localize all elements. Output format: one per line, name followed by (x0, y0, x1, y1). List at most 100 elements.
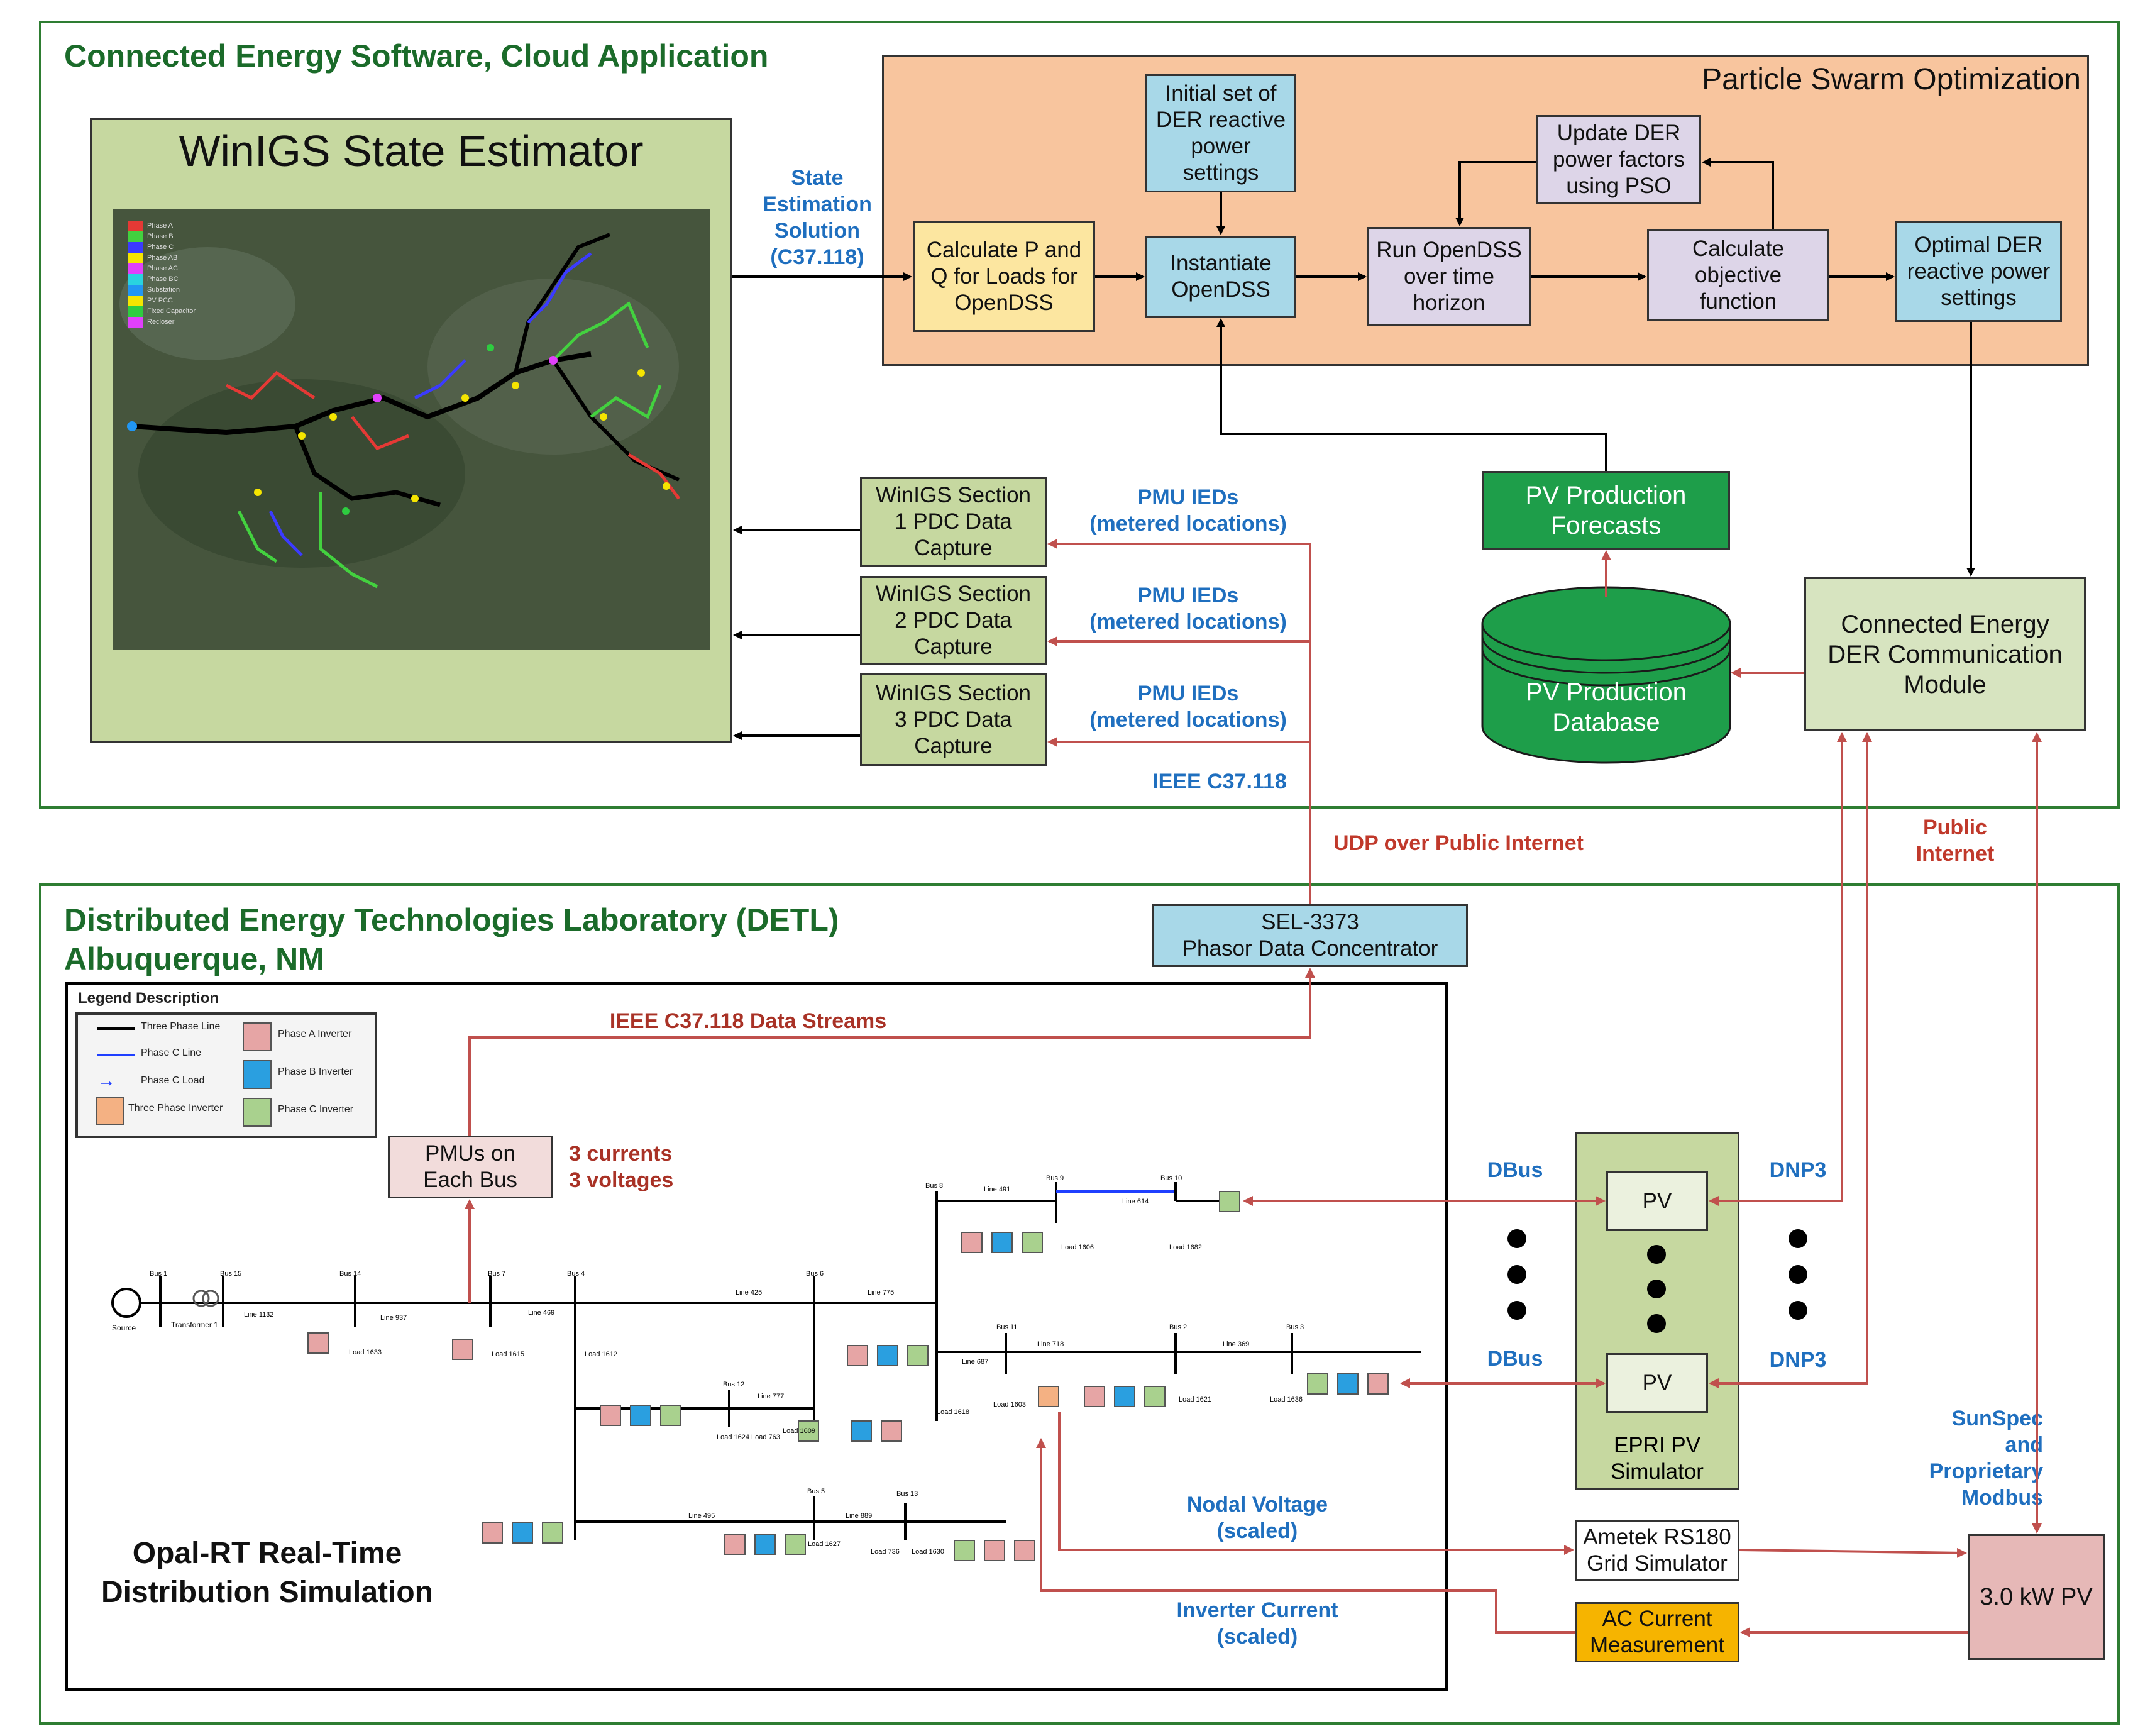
ellipsis-dot (1647, 1314, 1666, 1333)
bus-label: Bus 6 (806, 1270, 824, 1278)
line-label: Line 1132 (244, 1311, 274, 1319)
load-label: Load 1606 (1061, 1244, 1094, 1251)
arrow-right-icon: → (97, 1070, 116, 1091)
load-label: Load 763 (751, 1434, 780, 1441)
sel-pdc-box: SEL-3373 Phasor Data Concentrator (1152, 904, 1468, 967)
line-label: Line 495 (688, 1512, 715, 1520)
circuit-legend: Three Phase Line Phase C Line → Phase C … (75, 1012, 377, 1138)
source-label: Source (112, 1324, 136, 1332)
load-label: Load 1627 (808, 1540, 841, 1548)
ellipsis-dot (1507, 1229, 1526, 1248)
opal-rt-label: Opal-RT Real-Time Distribution Simulatio… (101, 1537, 433, 1609)
load-label: Load 1621 (1179, 1396, 1211, 1403)
map-legend-item: Phase C (128, 242, 241, 253)
ellipsis-dot (1789, 1229, 1807, 1248)
bus-label: Bus 10 (1160, 1175, 1182, 1182)
map-legend: Phase A Phase B Phase C Phase AB Phase A… (128, 221, 241, 328)
load-label: Load 736 (871, 1548, 900, 1556)
bus-label: Bus 12 (723, 1381, 745, 1388)
ac-current-box: AC Current Measurement (1575, 1602, 1739, 1662)
lab-title-line1: Distributed Energy Technologies Laborato… (64, 902, 839, 937)
line-label: Line 614 (1122, 1198, 1149, 1205)
legend-item: Three Phase Inverter (128, 1103, 223, 1114)
ametek-box: Ametek RS180 Grid Simulator (1575, 1520, 1739, 1581)
inverter-icon (243, 1022, 272, 1051)
load-label: Load 1609 (783, 1427, 815, 1435)
bus-label: Bus 8 (925, 1182, 944, 1190)
run-opendss-box: Run OpenDSS over time horizon (1367, 227, 1531, 326)
section3-box: WinIGS Section 3 PDC Data Capture (860, 673, 1047, 766)
dnp3-label-2: DNP3 (1769, 1348, 1827, 1372)
load-label: Load 1636 (1270, 1396, 1303, 1403)
bus-label: Bus 9 (1046, 1175, 1064, 1182)
legend-item: Phase B Inverter (278, 1066, 353, 1077)
sunspec-label: SunSpec and Proprietary Modbus (1929, 1407, 2043, 1510)
pmu-ieds-label-3: PMU IEDs (metered locations) (1089, 682, 1287, 732)
inverter-icon (96, 1097, 124, 1125)
line-label: Line 369 (1223, 1341, 1250, 1348)
bus-label: Bus 3 (1286, 1324, 1304, 1331)
bus-label: Bus 15 (220, 1270, 242, 1278)
bus-label: Bus 1 (150, 1270, 168, 1278)
calc-pq-box: Calculate P and Q for Loads for OpenDSS (913, 221, 1095, 332)
legend-item: Phase A Inverter (278, 1029, 352, 1039)
circuit-legend-title: Legend Description (78, 990, 219, 1007)
pv-3kw-box: 3.0 kW PV (1968, 1534, 2105, 1660)
map-feeder-network (113, 209, 710, 650)
load-label: Load 1615 (492, 1351, 524, 1358)
epri-label: EPRI PV Simulator (1611, 1433, 1704, 1484)
load-label: Load 1633 (349, 1349, 382, 1356)
data-streams-label: IEEE C37.118 Data Streams (609, 1009, 887, 1033)
line-label: Line 469 (528, 1309, 555, 1317)
ellipsis-dot (1507, 1301, 1526, 1320)
line-label: Line 937 (380, 1314, 407, 1322)
public-internet-label: Public Internet (1915, 815, 1995, 866)
map-legend-item: Substation (128, 285, 241, 296)
pv-box-1: PV (1606, 1171, 1708, 1231)
dbus-label-2: DBus (1487, 1347, 1543, 1371)
line-label: Line 425 (736, 1289, 763, 1296)
map-legend-item: Phase B (128, 231, 241, 242)
line-label: Line 777 (758, 1393, 785, 1400)
line-label: Line 687 (962, 1358, 989, 1366)
map-legend-item: Phase AB (128, 253, 241, 263)
lab-title-line2: Albuquerque, NM (64, 941, 324, 976)
bus-label: Bus 11 (996, 1324, 1018, 1331)
ellipsis-dot (1789, 1265, 1807, 1284)
pso-title: Particle Swarm Optimization (1702, 63, 2081, 96)
inverter-current-label: Inverter Current (scaled) (1176, 1598, 1338, 1649)
bus-label: Bus 13 (896, 1490, 918, 1498)
udp-label: UDP over Public Internet (1333, 831, 1584, 855)
map-legend-item: Fixed Capacitor (128, 306, 241, 317)
transformer-label: Transformer 1 (171, 1320, 218, 1329)
bus-label: Bus 4 (567, 1270, 585, 1278)
line-label: Line 718 (1037, 1341, 1064, 1348)
ellipsis-dot (1507, 1265, 1526, 1284)
state-estimator-map: Phase A Phase B Phase C Phase AB Phase A… (113, 209, 710, 650)
update-der-box: Update DER power factors using PSO (1536, 115, 1701, 204)
inverter-icon (243, 1098, 272, 1127)
line-label: Line 491 (984, 1186, 1011, 1193)
ieee-c37-label: IEEE C37.118 (1152, 770, 1287, 793)
load-label: Load 1612 (585, 1351, 617, 1358)
pv-box-2: PV (1606, 1353, 1708, 1413)
der-comm-box: Connected Energy DER Communication Modul… (1804, 577, 2086, 731)
nodal-voltage-label: Nodal Voltage (scaled) (1186, 1493, 1328, 1543)
pv-database-label: PV Production Database (1526, 678, 1687, 736)
inverter-icon (243, 1060, 272, 1089)
load-label: Load 1618 (937, 1408, 969, 1416)
pmu-ieds-label-2: PMU IEDs (metered locations) (1089, 583, 1287, 634)
calc-objective-box: Calculate objective function (1647, 229, 1829, 321)
bus-label: Bus 14 (339, 1270, 361, 1278)
dnp3-label-1: DNP3 (1769, 1158, 1827, 1182)
ellipsis-dot (1647, 1245, 1666, 1264)
dbus-label-1: DBus (1487, 1158, 1543, 1182)
map-legend-item: Phase AC (128, 263, 241, 274)
line-label: Line 889 (846, 1512, 873, 1520)
bus-label: Bus 2 (1169, 1324, 1188, 1331)
state-estimation-label: State Estimation Solution (C37.118) (763, 166, 872, 269)
cloud-title: Connected Energy Software, Cloud Applica… (64, 38, 769, 74)
section1-box: WinIGS Section 1 PDC Data Capture (860, 477, 1047, 567)
bus-label: Bus 5 (807, 1488, 825, 1495)
legend-item: Three Phase Line (141, 1021, 221, 1032)
